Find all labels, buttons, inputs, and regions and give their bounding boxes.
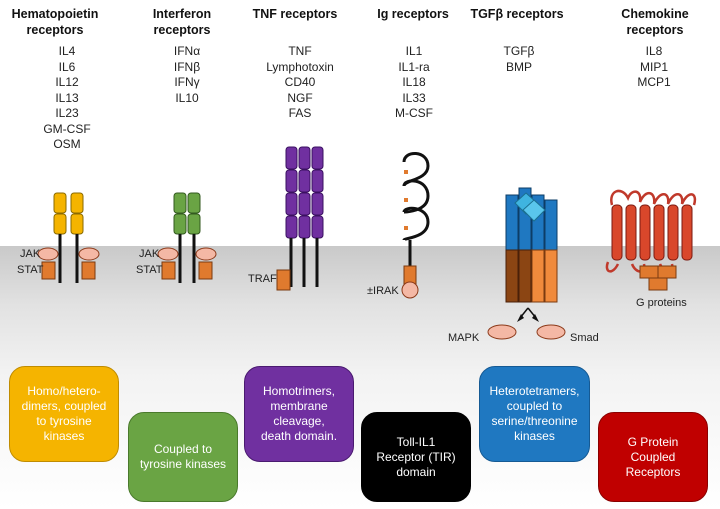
ligands-hematopoietin: IL4 IL6 IL12 IL13 IL23 GM-CSF OSM — [12, 44, 122, 153]
tnf-receptor-icon — [276, 146, 324, 291]
ligand: IFNα — [173, 44, 201, 58]
ligand: IL13 — [55, 90, 79, 105]
ligand: IL4 — [58, 44, 76, 58]
ligand: CD40 — [284, 75, 316, 89]
label-jak-1: JAK — [20, 248, 41, 260]
ligand: TNF — [288, 44, 312, 58]
ligand: OSM — [53, 137, 81, 151]
chemokine-receptor-icon — [605, 189, 697, 291]
ligand: IL1-ra — [398, 59, 430, 74]
label-stat-1: STAT — [17, 264, 44, 276]
ligands-tgfb: TGFβ BMP — [464, 44, 574, 75]
header-interferon: Interferon receptors — [152, 7, 212, 37]
header-tnf: TNF receptors — [252, 7, 338, 21]
label-g-proteins: G proteins — [636, 297, 687, 309]
ligand: MIP1 — [639, 59, 668, 74]
tgfb-receptor-icon — [487, 187, 566, 340]
label-smad: Smad — [570, 332, 599, 344]
ligand: IL12 — [55, 75, 79, 89]
description-box-chemokine: G Protein Coupled Receptors — [598, 412, 708, 502]
description-box-hematopoietin: Homo/hetero- dimers, coupled to tyrosine… — [9, 366, 119, 462]
ligand: IL10 — [175, 90, 199, 105]
hematopoietin-receptor-icon — [37, 192, 100, 283]
ligand: BMP — [505, 59, 532, 74]
description-box-ig: Toll-IL1 Receptor (TIR) domain — [361, 412, 471, 502]
header-ig: Ig receptors — [377, 7, 449, 21]
label-mapk: MAPK — [448, 332, 480, 344]
label-jak-2: JAK — [139, 248, 160, 260]
ligand: IFNγ — [174, 75, 200, 89]
ligand: FAS — [288, 106, 312, 120]
ig-receptor-icon — [402, 152, 430, 282]
header-tgfb: TGFβ receptors — [470, 7, 564, 21]
label-stat-2: STAT — [136, 264, 163, 276]
label-traf: TRAF — [248, 273, 277, 285]
ligands-chemokine: IL8 MIP1 MCP1 — [599, 44, 709, 91]
ligand: GM-CSF — [43, 121, 91, 136]
description-box-tgfb: Heterotetramers, coupled to serine/threo… — [479, 366, 590, 462]
ligand: IL8 — [645, 44, 663, 58]
description-box-interferon: Coupled to tyrosine kinases — [128, 412, 238, 502]
label-irak: ±IRAK — [367, 285, 399, 297]
ligand: IL6 — [58, 59, 76, 74]
ligands-tnf: TNF Lymphotoxin CD40 NGF FAS — [245, 44, 355, 122]
interferon-receptor-icon — [157, 192, 217, 283]
ligands-interferon: IFNα IFNβ IFNγ IL10 — [132, 44, 242, 106]
ligand: Lymphotoxin — [266, 59, 334, 74]
ligand: IFNβ — [173, 59, 201, 74]
header-hematopoietin: Hematopoietin receptors — [11, 7, 99, 37]
ligand: IL33 — [402, 90, 426, 105]
ligand: IL18 — [402, 75, 426, 89]
description-box-tnf: Homotrimers, membrane cleavage, death do… — [244, 366, 354, 462]
ligand: NGF — [287, 90, 313, 105]
ligand: MCP1 — [637, 75, 671, 89]
ligands-ig: IL1 IL1-ra IL18 IL33 M-CSF — [359, 44, 469, 122]
ligand: TGFβ — [503, 44, 535, 58]
ligand: M-CSF — [395, 106, 433, 120]
header-chemokine: Chemokine receptors — [621, 7, 689, 37]
ligand: IL23 — [55, 106, 79, 120]
ligand: IL1 — [405, 44, 423, 58]
